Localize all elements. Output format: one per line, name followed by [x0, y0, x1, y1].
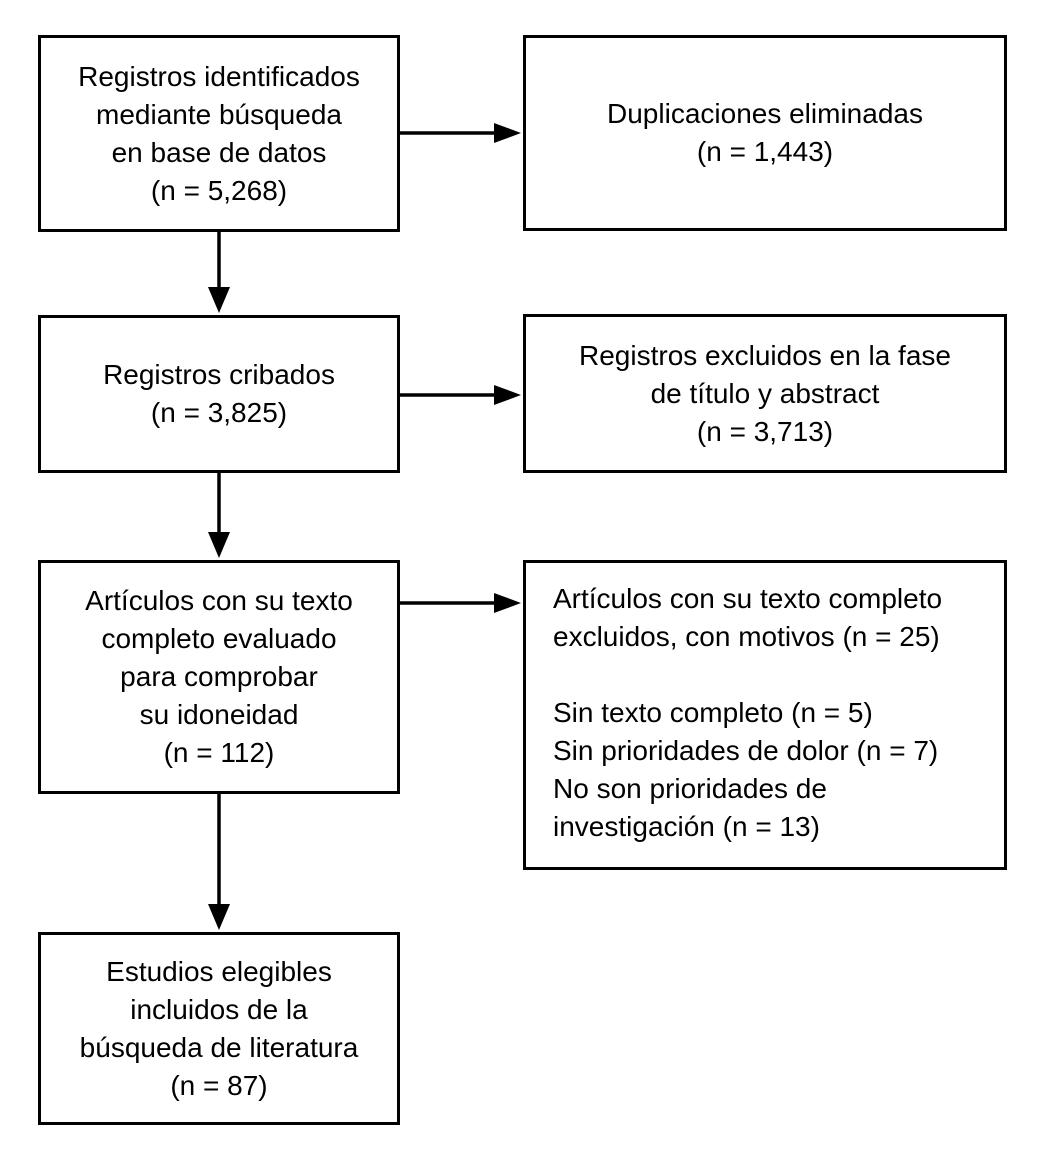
box-records-screened: Registros cribados (n = 3,825) [38, 315, 400, 473]
box-text-line: Duplicaciones eliminadas [607, 98, 923, 129]
box-text-line [553, 656, 561, 694]
box-text-line: Artículos con su texto completo [553, 583, 943, 614]
arrow-fulltext-to-included [208, 794, 230, 930]
box-text-line: Sin texto completo (n = 5) [553, 697, 873, 728]
box-text-line: (n = 3,825) [150, 397, 288, 428]
box-text-line: Estudios elegibles [106, 955, 332, 987]
box-text-line: (n = 3,713) [696, 415, 834, 447]
box-text-line: mediante búsqueda [96, 98, 342, 130]
box-text-line: (n = 5,268) [150, 174, 288, 206]
box-studies-included: Estudios elegibles incluidos de la búsqued… [38, 932, 400, 1125]
box-text-line: de título y abstract [650, 377, 880, 409]
box-text-line: (n = 1,443) [696, 136, 834, 167]
arrow-fulltext-to-excluded [400, 593, 521, 613]
box-text-line: excluidos, con motivos (n = 25) [553, 621, 940, 652]
box-text-line: en base de datos [111, 136, 327, 168]
arrow-identified-to-screened [208, 232, 230, 313]
box-fulltext-assessed: Artículos con su texto completo evaluado p… [38, 560, 400, 794]
box-excluded-title-abstract: Registros excluidos en la fase de título … [523, 314, 1007, 473]
arrow-screened-to-fulltext [208, 473, 230, 558]
box-text-line: completo evaluado [101, 623, 337, 654]
arrow-screened-to-excluded [400, 385, 521, 405]
box-text-line: Artículos con su texto [85, 585, 353, 616]
box-duplicates-removed: Duplicaciones eliminadas (n = 1,443) [523, 35, 1007, 231]
box-text-line: incluidos de la [130, 993, 308, 1025]
box-records-identified: Registros identificados mediante búsqueda… [38, 35, 400, 232]
box-text-line: Registros cribados [103, 359, 335, 390]
box-text-line: su idoneidad [139, 699, 299, 730]
arrow-identified-to-duplicates [400, 123, 521, 143]
box-text-line: Registros excluidos en la fase [579, 339, 951, 371]
box-text-line: (n = 87) [170, 1069, 268, 1101]
box-text-line: búsqueda de literatura [79, 1031, 359, 1063]
box-fulltext-excluded-reasons: Artículos con su texto completo excluidos… [523, 560, 1007, 870]
box-text-line: Sin prioridades de dolor (n = 7) [553, 735, 939, 766]
box-text-line: Registros identificados [78, 60, 360, 92]
box-text-line: (n = 112) [163, 737, 275, 768]
box-text-line: No son prioridades de [553, 773, 827, 804]
box-text-line: investigación (n = 13) [553, 811, 820, 842]
box-text-line: para comprobar [120, 661, 318, 692]
